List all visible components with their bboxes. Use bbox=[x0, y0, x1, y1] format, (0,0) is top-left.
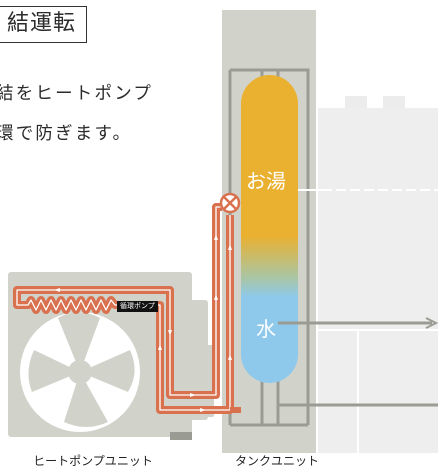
description-line-1: 結をヒートポンプ bbox=[0, 84, 154, 104]
indoor-unit-box bbox=[318, 96, 438, 453]
section-title: 結運転 bbox=[0, 6, 88, 43]
description-text: 結をヒートポンプ 環で防ぎます。 bbox=[0, 74, 153, 154]
valve-icon bbox=[219, 192, 241, 214]
tank-unit-caption: タンクユニット bbox=[234, 454, 319, 468]
tank-unit bbox=[222, 10, 316, 453]
description-line-2: 環で防ぎます。 bbox=[0, 124, 133, 144]
outlet-lines bbox=[276, 189, 438, 425]
water-label: 水 bbox=[256, 317, 276, 341]
circulation-pipe bbox=[13, 203, 241, 414]
hot-water-tank bbox=[241, 75, 298, 383]
heat-pump-unit bbox=[8, 272, 214, 440]
heat-pump-unit-caption: ヒートポンプユニット bbox=[33, 454, 153, 468]
fan-icon bbox=[28, 312, 135, 427]
pump-label: 循環ポンプ bbox=[117, 301, 158, 312]
hot-water-label: お湯 bbox=[246, 169, 286, 193]
